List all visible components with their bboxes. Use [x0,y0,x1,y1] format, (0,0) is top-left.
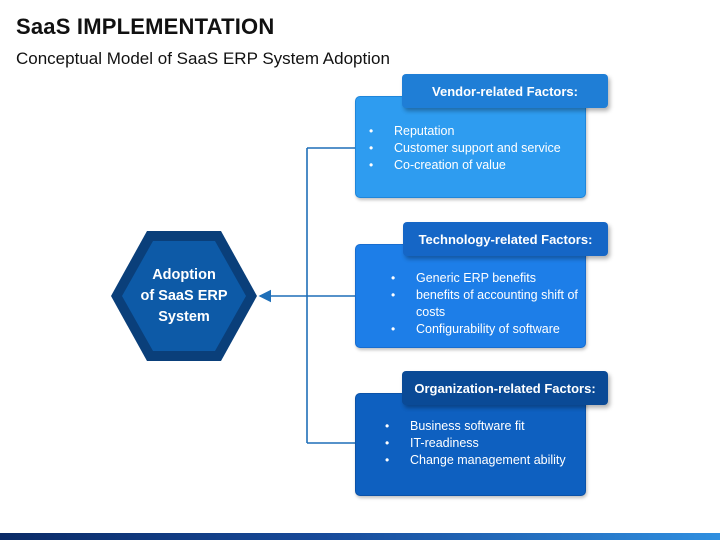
list-item: Change management ability [385,452,566,469]
technology-factors-list: Generic ERP benefits benefits of account… [391,270,581,338]
footer-accent-bar [0,533,720,540]
organization-factors-box: Business software fit IT-readiness Chang… [355,393,586,496]
technology-factors-heading: Technology-related Factors: [403,222,608,256]
hexagon-shape [111,231,257,361]
center-node-label: Adoption of SaaS ERP System [140,266,228,325]
list-item: IT-readiness [385,435,566,452]
list-item: Customer support and service [369,140,561,157]
list-item: Business software fit [385,418,566,435]
page-subtitle: Conceptual Model of SaaS ERP System Adop… [16,49,390,68]
list-item: benefits of accounting shift of costs [391,287,581,321]
list-item: Generic ERP benefits [391,270,581,287]
vendor-factors-list: Reputation Customer support and service … [369,123,561,174]
vendor-factors-box: Reputation Customer support and service … [355,96,586,198]
list-item: Reputation [369,123,561,140]
organization-factors-heading: Organization-related Factors: [402,371,608,405]
technology-factors-box: Generic ERP benefits benefits of account… [355,244,586,348]
page-title: SaaS IMPLEMENTATION [16,14,275,39]
list-item: Co-creation of value [369,157,561,174]
center-node: Adoption of SaaS ERP System [110,230,258,362]
list-item: Configurability of software [391,321,581,338]
organization-factors-list: Business software fit IT-readiness Chang… [385,418,566,469]
vendor-factors-heading: Vendor-related Factors: [402,74,608,108]
